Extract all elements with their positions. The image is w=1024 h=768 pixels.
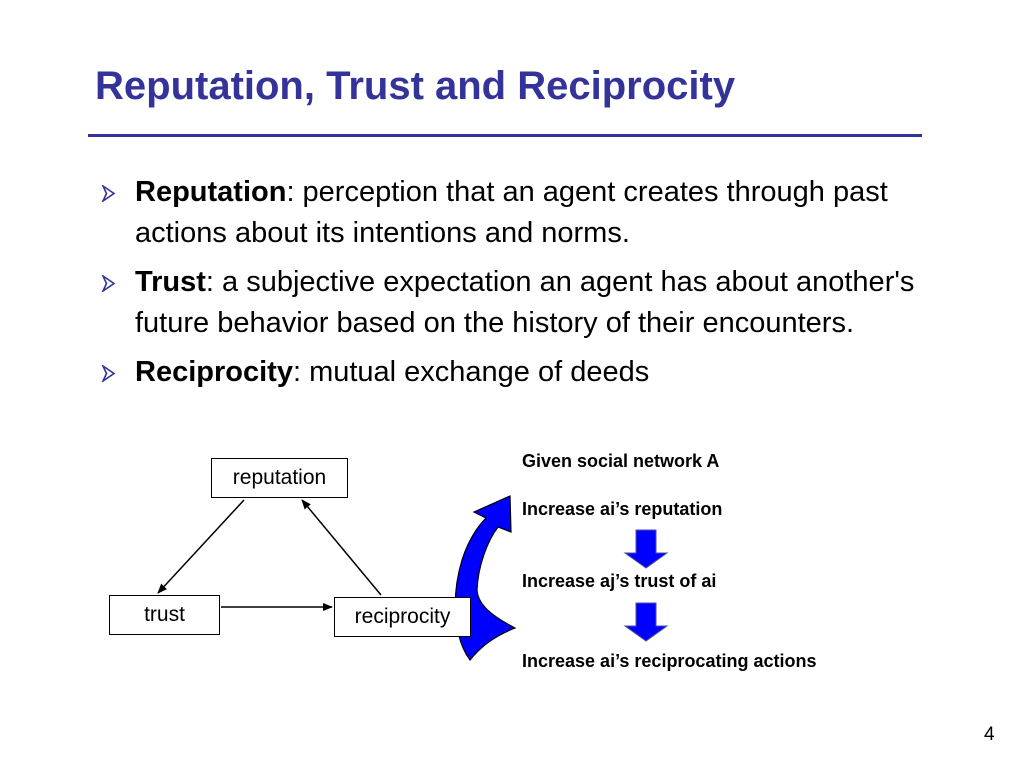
bullet-item-reciprocity: Reciprocity: mutual exchange of deeds bbox=[100, 352, 940, 393]
node-trust: trust bbox=[109, 595, 220, 635]
page-number: 4 bbox=[984, 724, 995, 745]
bullet-list: Reputation: perception that an agent cre… bbox=[100, 172, 940, 401]
slide-title: Reputation, Trust and Reciprocity bbox=[95, 64, 736, 108]
bullet-term: Reciprocity bbox=[135, 356, 293, 388]
arrow-bullet-icon bbox=[101, 365, 116, 382]
node-reputation: reputation bbox=[211, 458, 348, 498]
down-arrow-2 bbox=[623, 602, 669, 642]
edge-reputation-to-trust bbox=[157, 499, 245, 594]
flow-given-label: Given social network A bbox=[522, 451, 720, 471]
title-underline bbox=[88, 134, 922, 137]
bullet-text: : perception that an agent creates throu… bbox=[135, 176, 888, 249]
flow-step-trust: Increase aj’s trust of ai bbox=[522, 571, 717, 591]
node-reciprocity: reciprocity bbox=[334, 597, 471, 637]
arrow-bullet-icon bbox=[101, 275, 116, 292]
bullet-term: Reputation bbox=[135, 176, 287, 208]
bullet-item-trust: Trust: a subjective expectation an agent… bbox=[100, 262, 940, 344]
flow-step-reputation: Increase ai’s reputation bbox=[522, 499, 723, 519]
edge-reciprocity-to-reputation bbox=[301, 499, 382, 596]
arrow-bullet-icon bbox=[101, 185, 116, 202]
flow-step-reciprocating: Increase ai’s reciprocating actions bbox=[522, 651, 817, 671]
down-arrow-1 bbox=[623, 529, 669, 569]
bullet-item-reputation: Reputation: perception that an agent cre… bbox=[100, 172, 940, 254]
bullet-text: : a subjective expectation an agent has … bbox=[135, 266, 915, 339]
bullet-text: : mutual exchange of deeds bbox=[292, 356, 650, 388]
bullet-term: Trust bbox=[135, 266, 206, 298]
